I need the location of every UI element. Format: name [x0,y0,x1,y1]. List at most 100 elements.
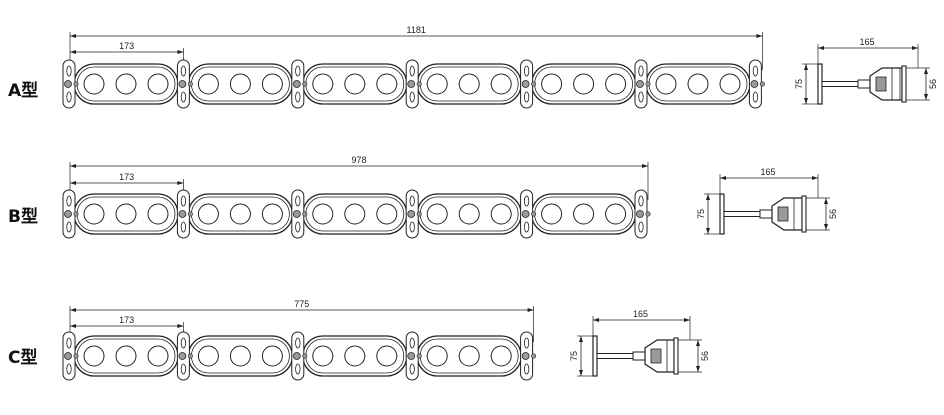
dimension-arrow [177,50,184,54]
dimension-head-height: 56 [700,351,710,361]
bracket-bolt [187,211,193,217]
led-lens [312,73,334,95]
led-lens [687,73,709,95]
dimension-arrow [527,308,534,312]
dimension-arrow [824,198,828,204]
led-lens [261,345,283,367]
led-lens [197,73,219,95]
bracket-bolt [531,353,537,359]
bracket-slot [409,65,415,77]
led-lens [261,73,283,95]
link-bracket [748,59,765,109]
bracket-slot [523,363,530,375]
front-view-row-1 [62,189,651,239]
led-lens [147,73,169,95]
bracket-slot [66,91,72,103]
dimension-arrow [706,194,710,200]
led-lens [83,203,105,225]
led-lens [344,203,366,225]
side-view-row-2 [592,335,679,377]
dimension-arrow [812,176,818,180]
link-bracket [62,331,79,381]
led-lens [115,345,137,367]
bracket-slot [638,65,644,77]
bracket-bolt [302,81,308,87]
bracket-slot [180,337,186,349]
led-lens [655,73,677,95]
dimension-total-length: 775 [294,299,309,309]
bracket-bolt [292,80,301,88]
front-view-row-2 [62,331,537,381]
dimension-arrow [579,336,583,342]
dimension-depth: 165 [633,309,648,319]
led-lens [83,73,105,95]
led-lens [197,345,219,367]
bracket-bolt [178,210,187,218]
side-dimensions-row-1 [704,174,830,235]
led-lens [605,203,627,225]
bracket-bolt [73,211,79,217]
housing-bracket [875,76,887,92]
link-bracket [291,189,308,239]
arm-joint [759,209,773,219]
led-lens [490,203,512,225]
link-bracket [405,59,422,109]
bracket-slot [295,363,301,375]
link-bracket [62,59,79,109]
arm-rod [723,211,761,217]
bracket-bolt [302,211,308,217]
bracket-slot [523,65,530,77]
bracket-slot [180,195,186,207]
side-dimensions-row-0 [802,44,930,105]
bracket-bolt [636,210,644,218]
bracket-slot [752,91,759,103]
mounting-plate [719,193,725,235]
bracket-bolt [645,211,651,217]
dimension-arrow [684,318,690,322]
dimension-arrow [70,50,76,54]
dimension-height: 75 [696,209,706,219]
bracket-slot [180,221,186,233]
led-lens [573,73,595,95]
lens-bezel [673,337,679,375]
bracket-bolt [187,353,193,359]
led-lens [719,73,741,95]
bracket-slot [523,221,530,233]
bracket-bolt [531,211,537,217]
led-lens [147,203,169,225]
bracket-bolt [521,80,530,88]
lens-bezel [801,195,807,233]
bracket-slot [638,221,644,233]
bracket-bolt [187,81,193,87]
led-lens [344,345,366,367]
led-lens [426,203,448,225]
led-lens [426,73,448,95]
dimension-arrow [177,181,184,185]
dimension-height: 75 [794,79,804,89]
bracket-bolt [416,211,422,217]
led-lens [376,73,398,95]
bracket-slot [523,91,530,103]
link-bracket [520,331,537,381]
led-lens [229,345,251,367]
dimension-arrow [579,370,583,376]
lens-bezel [901,65,907,103]
bracket-slot [66,195,72,207]
bracket-slot [180,363,186,375]
led-lens [541,203,563,225]
led-lens [490,345,512,367]
led-lens [458,203,480,225]
dimension-segment-length: 173 [119,172,134,182]
front-view-row-0 [62,59,765,109]
dimension-arrow [593,318,599,322]
led-lens [115,203,137,225]
bracket-slot [295,195,301,207]
bracket-bolt [178,80,187,88]
dimension-total-length: 978 [351,155,366,165]
led-lens [376,345,398,367]
dimension-depth: 165 [859,37,874,47]
bracket-slot [409,363,415,375]
side-view-row-0 [817,63,907,105]
bracket-bolt [416,353,422,359]
side-view-row-1 [719,193,807,235]
